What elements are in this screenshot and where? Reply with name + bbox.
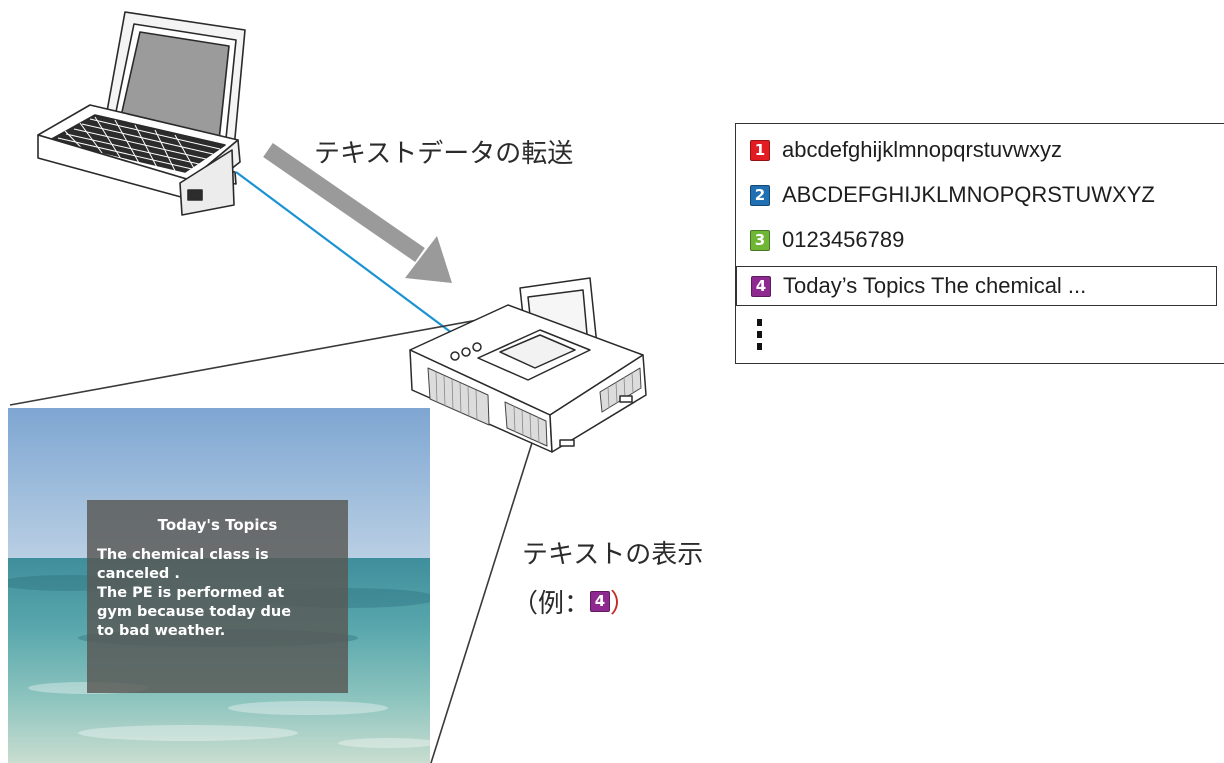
cable-line — [235, 171, 469, 346]
list-item-selected[interactable]: 4 Today’s Topics The chemical ... — [736, 266, 1217, 306]
projector-icon — [409, 277, 647, 453]
example-label: （例： 4 ） — [512, 583, 636, 620]
list-item-text: abcdefghijklmnopqrstuvwxyz — [782, 137, 1063, 162]
list-item-text: Today’s Topics The chemical ... — [783, 273, 1087, 298]
badge-3-icon: 3 — [750, 229, 770, 251]
overlay-body: The chemical class is canceled . The PE … — [97, 547, 292, 639]
badge-1-icon: 1 — [750, 139, 770, 161]
display-label: テキストの表示 — [522, 540, 704, 570]
list-item[interactable]: 2 ABCDEFGHIJKLMNOPQRSTUWXYZ — [736, 175, 1155, 215]
projected-screen: Today's Topics The chemical class is can… — [8, 408, 430, 763]
example-badge-icon: 4 — [590, 591, 611, 612]
transfer-arrow — [263, 143, 452, 283]
transfer-label: テキストデータの転送 — [314, 139, 574, 169]
list-item[interactable]: 3 0123456789 — [736, 220, 904, 260]
badge-2-icon: 2 — [750, 184, 770, 206]
text-list: 1 abcdefghijklmnopqrstuvwxyz 2 ABCDEFGHI… — [735, 123, 1224, 364]
laptop-icon — [37, 11, 246, 216]
more-items-icon — [757, 319, 762, 350]
example-prefix: （例： — [512, 589, 591, 619]
topic-overlay: Today's Topics The chemical class is can… — [87, 500, 348, 693]
list-item-text: 0123456789 — [782, 227, 905, 252]
beach-photo — [8, 408, 430, 763]
example-suffix: ） — [610, 589, 637, 619]
overlay-title: Today's Topics — [157, 516, 278, 534]
list-item-text: ABCDEFGHIJKLMNOPQRSTUWXYZ — [782, 182, 1155, 207]
badge-4-icon: 4 — [751, 275, 771, 297]
list-item[interactable]: 1 abcdefghijklmnopqrstuvwxyz — [736, 130, 1062, 170]
